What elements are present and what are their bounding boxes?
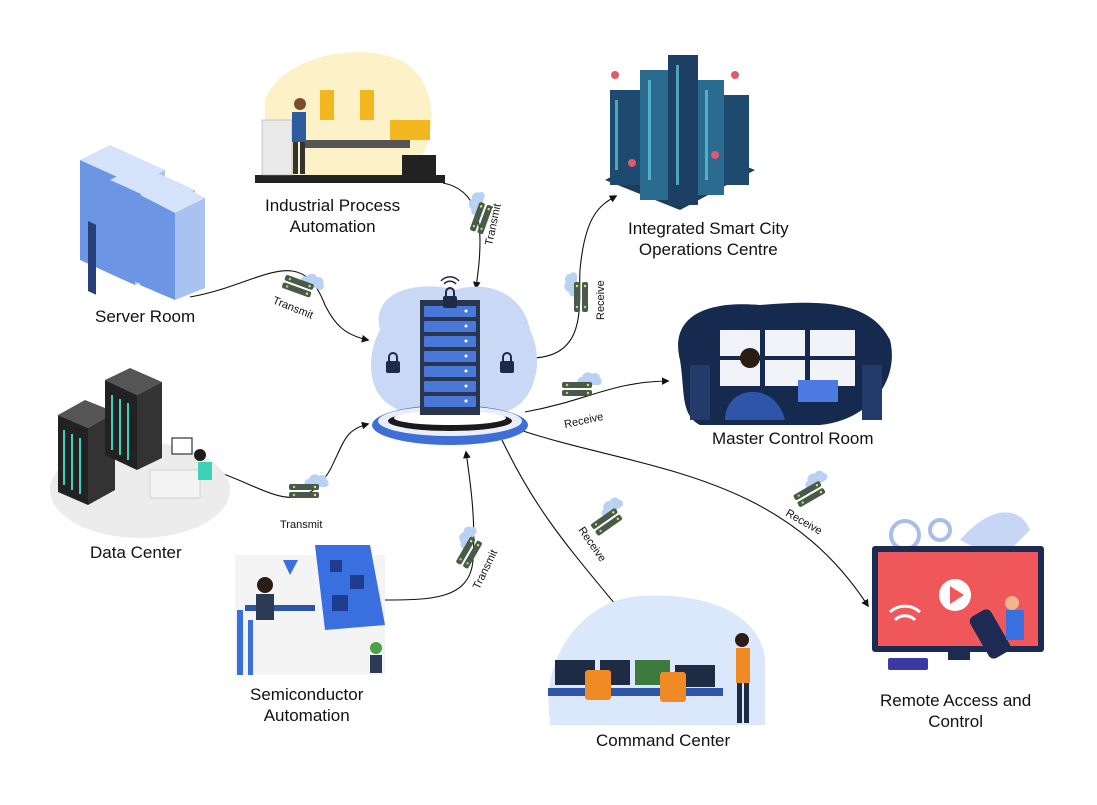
gateway-icon (289, 474, 329, 498)
wifi-signal-icon (440, 276, 460, 285)
smart-city-illustration (605, 55, 755, 210)
semiconductor-label-line1: Semiconductor (250, 685, 364, 704)
node-label-server-room: Server Room (95, 306, 195, 327)
server-room-illustration (80, 145, 205, 300)
edge-hub-to-remote-access (519, 429, 869, 608)
gateway-icon (564, 272, 588, 312)
data-center-illustration (50, 368, 230, 538)
smart-city-label-line2: Operations Centre (638, 240, 778, 259)
remote-access-illustration (872, 512, 1044, 670)
lock-icon (386, 352, 400, 373)
edge-lines (189, 182, 869, 627)
edge-label-transmit: Transmit (280, 519, 322, 531)
smart-city-label-line1: Integrated Smart City (628, 219, 789, 238)
lock-icon (443, 287, 457, 308)
wifi-icon (888, 604, 922, 622)
command-center-illustration (548, 595, 765, 725)
edge-label-receive: Receive (563, 411, 604, 431)
edge-industrial-to-hub (442, 182, 481, 290)
semiconductor-label-line2: Automation (263, 706, 350, 725)
gateway-icon (788, 467, 835, 508)
gateway-icon (447, 522, 488, 570)
node-label-remote-access: Remote Access and Control (880, 690, 1031, 732)
node-label-smart-city: Integrated Smart City Operations Centre (628, 218, 789, 260)
central-hub-illustration (370, 276, 538, 445)
gateway-icon (584, 494, 631, 537)
edge-label-receive: Receive (784, 507, 824, 537)
node-label-data-center: Data Center (90, 542, 182, 563)
master-control-label: Master Control Room (712, 429, 874, 448)
edge-label-receive: Receive (595, 280, 607, 320)
command-center-label: Command Center (596, 731, 731, 750)
edge-semiconductor-to-hub (381, 450, 475, 601)
edge-hub-to-smart-city (529, 195, 618, 359)
master-control-room-illustration (678, 302, 892, 425)
node-label-command-center: Command Center (596, 730, 730, 751)
semiconductor-illustration (235, 545, 385, 675)
industrial-label-line2: Automation (289, 217, 376, 236)
industrial-label-line1: Industrial Process (265, 196, 401, 215)
industrial-automation-illustration (255, 52, 445, 183)
node-label-semiconductor: Semiconductor Automation (250, 684, 363, 726)
edge-label-transmit: Transmit (271, 295, 315, 322)
node-label-industrial: Industrial Process Automation (265, 195, 400, 237)
remote-access-label-line1: Remote Access and (880, 691, 1032, 710)
data-center-label: Data Center (90, 543, 182, 562)
lock-icon (500, 352, 514, 373)
edge-hub-to-command-center (501, 439, 633, 627)
remote-access-label-line2: Control (928, 712, 983, 731)
server-room-label: Server Room (95, 307, 196, 326)
edge-hub-to-master-control (524, 377, 670, 413)
node-label-master-control: Master Control Room (712, 428, 874, 449)
gateway-icon (562, 372, 602, 396)
